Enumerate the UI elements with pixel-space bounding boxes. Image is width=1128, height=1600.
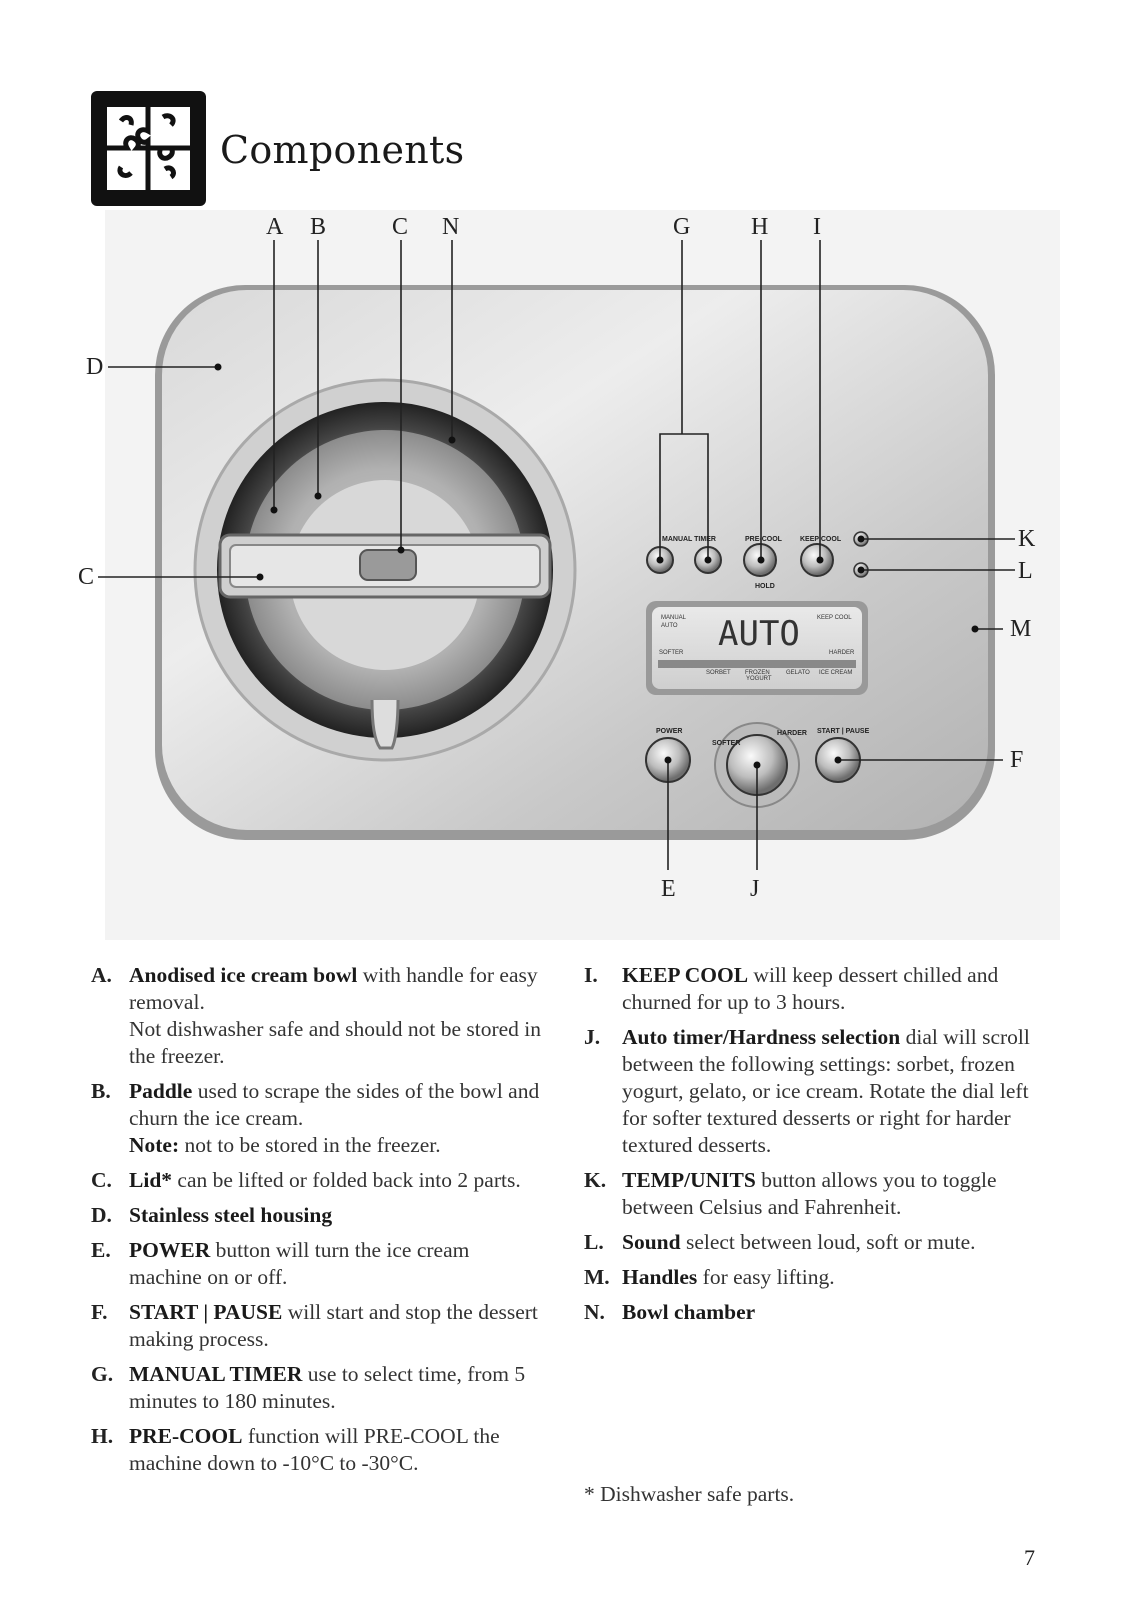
start-pause-label: START | PAUSE	[817, 728, 870, 735]
page-number: 7	[1024, 1545, 1035, 1570]
legend-item-d: D. Stainless steel housing	[91, 1203, 333, 1227]
lcd-readout: AUTO	[718, 614, 800, 654]
lcd-ice-cream: ICE CREAM	[819, 670, 852, 676]
legend-item-f: F. START | PAUSE will start and stop the…	[91, 1300, 538, 1351]
legend-item-h: H. PRE-COOL function will PRE-COOL the m…	[91, 1424, 500, 1475]
legend-item-g: G. MANUAL TIMER use to select time, from…	[91, 1362, 526, 1413]
callout-d: D	[86, 354, 104, 380]
harder-label: HARDER	[777, 730, 807, 737]
callout-h: H	[751, 214, 769, 240]
puzzle-icon	[91, 91, 206, 206]
manual-timer-label: MANUAL TIMER	[662, 536, 716, 543]
page-title: Components	[220, 128, 465, 172]
callout-b: B	[310, 214, 327, 240]
lcd-gelato: GELATO	[786, 670, 810, 676]
legend-item-j: J. Auto timer/Hardness selection dial wi…	[584, 1025, 1030, 1157]
lcd-frozen: FROZEN	[745, 670, 770, 676]
lcd-sorbet: SORBET	[706, 670, 731, 676]
hold-label: HOLD	[755, 583, 775, 590]
legend-left: A. Anodised ice cream bowl with handle f…	[91, 962, 541, 1485]
callout-g: G	[673, 214, 691, 240]
lcd-yogurt: YOGURT	[746, 676, 772, 682]
legend-item-l: L. Sound select between loud, soft or mu…	[584, 1230, 976, 1254]
callout-e: E	[661, 876, 676, 902]
legend-item-a: A. Anodised ice cream bowl with handle f…	[91, 963, 542, 1068]
ice-cream-machine-diagram: MANUAL TIMER PRE-COOL KEEP COOL HOLD POW…	[0, 200, 1128, 950]
callout-n: N	[442, 214, 460, 240]
callout-a: A	[266, 214, 284, 240]
callout-j: J	[750, 876, 760, 902]
keep-cool-label: KEEP COOL	[800, 536, 842, 543]
legend-item-c: C. Lid* can be lifted or folded back int…	[91, 1168, 521, 1192]
callout-l: L	[1018, 558, 1033, 584]
callout-i: I	[813, 214, 821, 240]
lcd-manual: MANUAL	[661, 615, 687, 621]
legend-item-n: N. Bowl chamber	[584, 1300, 756, 1324]
legend-item-m: M. Handles for easy lifting.	[584, 1265, 835, 1289]
callout-m: M	[1010, 616, 1032, 642]
pre-cool-label: PRE-COOL	[745, 536, 783, 543]
callout-c-top: C	[392, 214, 409, 240]
callout-f: F	[1010, 747, 1024, 773]
legend-right: I. KEEP COOL will keep dessert chilled a…	[584, 962, 1044, 1334]
footnote: * Dishwasher safe parts.	[584, 1482, 795, 1506]
callout-c-left: C	[78, 564, 95, 590]
softer-label: SOFTER	[712, 740, 740, 747]
legend-item-b: B. Paddle used to scrape the sides of th…	[91, 1079, 540, 1157]
legend-item-e: E. POWER button will turn the ice cream …	[91, 1238, 470, 1289]
lcd-auto: AUTO	[661, 623, 678, 629]
lcd-harder: HARDER	[829, 650, 855, 656]
power-label: POWER	[656, 728, 682, 735]
lcd-keep-cool: KEEP COOL	[817, 615, 852, 621]
legend-item-i: I. KEEP COOL will keep dessert chilled a…	[584, 963, 999, 1014]
lcd-softer: SOFTER	[659, 650, 684, 656]
legend-item-k: K. TEMP/UNITS button allows you to toggl…	[584, 1168, 997, 1219]
callout-k: K	[1018, 526, 1036, 552]
